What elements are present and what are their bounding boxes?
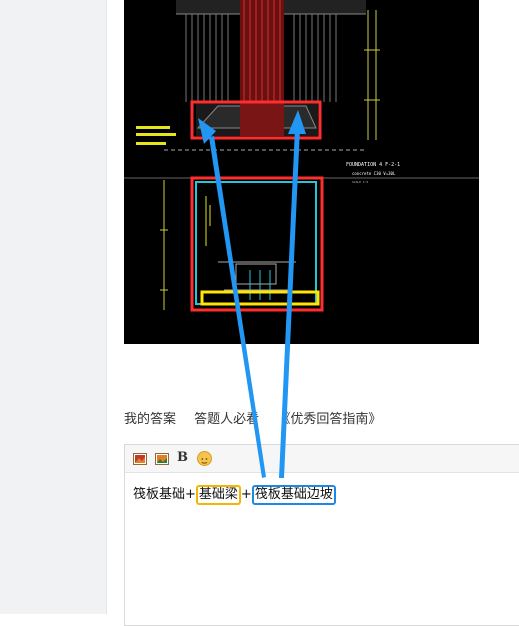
editor-toolbar: B (125, 445, 519, 473)
svg-text:FOUNDATION 4 F-2-1: FOUNDATION 4 F-2-1 (346, 162, 400, 168)
answer-tabs: 我的答案 答题人必看 《优秀回答指南》 (124, 408, 395, 427)
answer-editor[interactable]: B 筏板基础+基础梁+筏板基础边坡 (124, 444, 519, 626)
bold-button[interactable]: B (177, 450, 188, 465)
insert-picture-icon[interactable] (155, 451, 169, 465)
tab-answerer-must-read[interactable]: 答题人必看 (194, 412, 260, 427)
image-icon[interactable] (133, 451, 147, 465)
emoji-icon[interactable] (197, 451, 212, 466)
editor-content[interactable]: 筏板基础+基础梁+筏板基础边坡 (133, 485, 336, 505)
editor-text-part: 筏板基础+ (133, 487, 196, 502)
left-gutter (0, 0, 106, 614)
highlight-foundation-beam: 基础梁 (195, 485, 241, 505)
cad-drawing-image: FOUNDATION 4 F-2-1 concrete C30 V=30L SC… (124, 0, 479, 344)
gutter-divider (106, 0, 107, 614)
svg-text:SCALE 1:5: SCALE 1:5 (352, 180, 368, 184)
highlight-raft-edge-slope: 筏板基础边坡 (251, 485, 336, 505)
svg-text:concrete C30 V=30L: concrete C30 V=30L (352, 171, 396, 176)
editor-text-plus: + (240, 487, 252, 502)
tab-my-answer[interactable]: 我的答案 (124, 412, 177, 427)
tab-answer-guide[interactable]: 《优秀回答指南》 (277, 412, 382, 427)
